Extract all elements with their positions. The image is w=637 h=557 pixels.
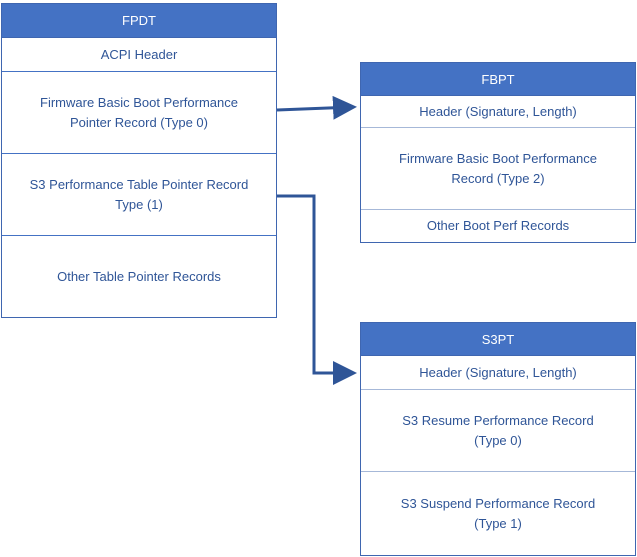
fbpt-other-records-row: Other Boot Perf Records [426,218,570,233]
s3pt-header-row: Header (Signature, Length) [361,356,635,390]
fpdt-title: FPDT [2,4,276,38]
fbpt-title: FBPT [361,63,635,96]
s3pt-resume-record-row: S3 Resume Performance Record (Type 0) [361,390,635,472]
fpdt-s3pt-pointer-row: S3 Performance Table Pointer Record Type… [2,154,276,236]
fpdt-other-pointers-row: Other Table Pointer Records [57,268,221,284]
s3pt-table: S3PT Header (Signature, Length) S3 Resum… [360,322,636,556]
fpdt-acpi-header-row: ACPI Header [2,38,276,72]
s3pt-title: S3PT [361,323,635,356]
fpdt-to-fbpt-arrow [276,95,357,120]
s3pt-suspend-record-row: S3 Suspend Performance Record (Type 1) [400,495,596,531]
fbpt-table: FBPT Header (Signature, Length) Firmware… [360,62,636,243]
fpdt-to-s3pt-arrow [277,194,357,385]
fpdt-table: FPDT ACPI Header Firmware Basic Boot Per… [1,3,277,318]
fbpt-record-row: Firmware Basic Boot Performance Record (… [361,128,635,210]
fpdt-fbpt-pointer-row: Firmware Basic Boot Performance Pointer … [2,72,276,154]
fbpt-header-row: Header (Signature, Length) [361,96,635,128]
